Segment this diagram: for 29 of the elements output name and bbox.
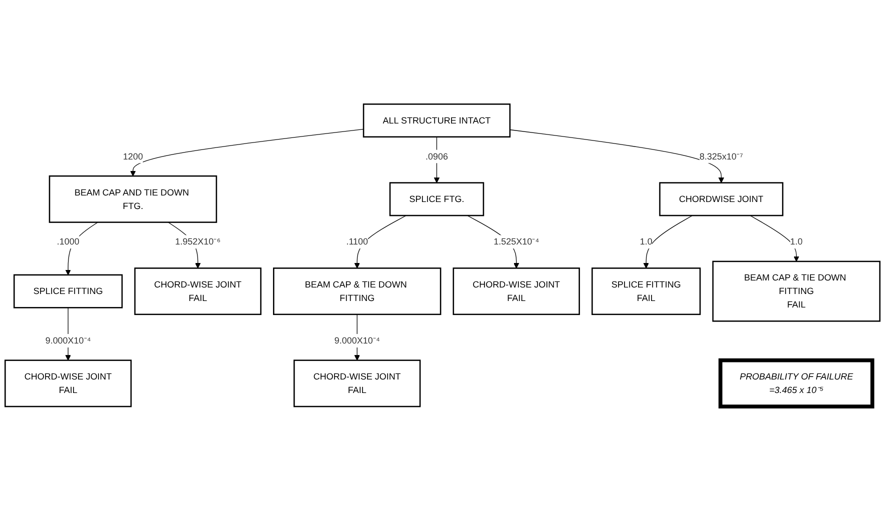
arrow: [643, 215, 693, 269]
node-box: CHORD-WISE JOINT FAIL: [452, 268, 580, 316]
node-box: CHORDWISE JOINT: [659, 182, 784, 216]
node-box: BEAM CAP & TIE DOWN FITTING: [273, 268, 442, 316]
node-box: CHORD-WISE JOINT FAIL: [294, 360, 421, 408]
node-box: BEAM CAP & TIE DOWN FITTING FAIL: [712, 260, 880, 322]
edge-label: 1200: [122, 151, 143, 162]
edge-label: 9.000X10⁻⁴: [334, 335, 380, 346]
edge-label: 1.0: [640, 236, 652, 247]
edge-label: 1.525X10⁻⁴: [494, 236, 540, 247]
edge-label: 8.325x10⁻⁷: [700, 151, 743, 162]
edge-label: .1000: [56, 236, 80, 247]
node-box: SPLICE FITTING: [13, 274, 123, 308]
edge-label: 1.0: [790, 236, 803, 247]
edge-label: .0906: [425, 151, 448, 162]
edge-label: .1100: [346, 236, 368, 247]
edge-label: 1.952X10⁻⁶: [175, 236, 221, 247]
node-box: SPLICE FITTING FAIL: [592, 268, 701, 316]
arrow: [354, 215, 407, 269]
arrow: [130, 129, 364, 176]
node-box: PROBABILITY OF FAILURE =3.465 x 10⁻⁵: [718, 358, 874, 409]
node-box: CHORD-WISE JOINT FAIL: [134, 268, 262, 316]
arrow: [750, 215, 800, 262]
edge-label: 9.000X10⁻⁴: [45, 335, 91, 346]
node-box: BEAM CAP AND TIE DOWN FTG.: [48, 176, 218, 224]
node-box: SPLICE FTG.: [389, 182, 484, 216]
node-box: ALL STRUCTURE INTACT: [362, 104, 511, 138]
node-box: CHORD-WISE JOINT FAIL: [4, 360, 132, 408]
arrow: [510, 130, 724, 184]
